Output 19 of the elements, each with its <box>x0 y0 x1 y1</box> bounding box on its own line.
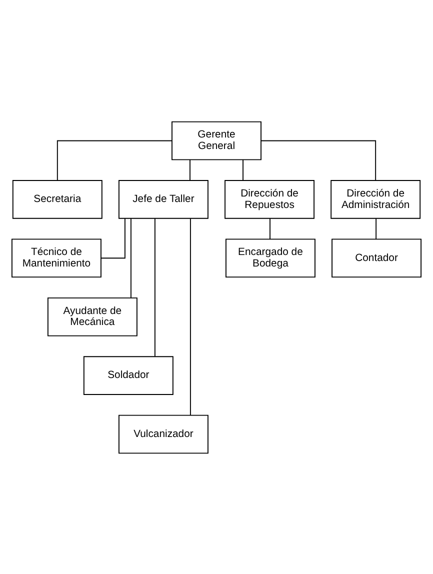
node-box: Dirección de Repuestos <box>224 180 314 218</box>
connector <box>376 218 377 240</box>
node-box: Técnico de Mantenimiento <box>12 238 102 278</box>
connector <box>56 140 172 180</box>
connector <box>154 218 156 356</box>
node-box: Dirección de Administración <box>330 180 421 218</box>
node-box: Jefe de Taller <box>118 180 208 218</box>
node-box: Soldador <box>83 356 174 394</box>
node-box: Secretaria <box>12 180 102 218</box>
node-box: Ayudante de Mecánica <box>47 296 138 336</box>
node-box: Encargado de Bodega <box>226 238 316 278</box>
node-box: Gerente General <box>172 120 262 160</box>
node-box: Vulcanizador <box>118 414 208 454</box>
connector <box>260 140 376 180</box>
connector <box>100 218 126 258</box>
node-box: Contador <box>332 238 422 278</box>
connector <box>242 158 244 180</box>
connector <box>130 218 132 298</box>
connector <box>190 218 191 416</box>
